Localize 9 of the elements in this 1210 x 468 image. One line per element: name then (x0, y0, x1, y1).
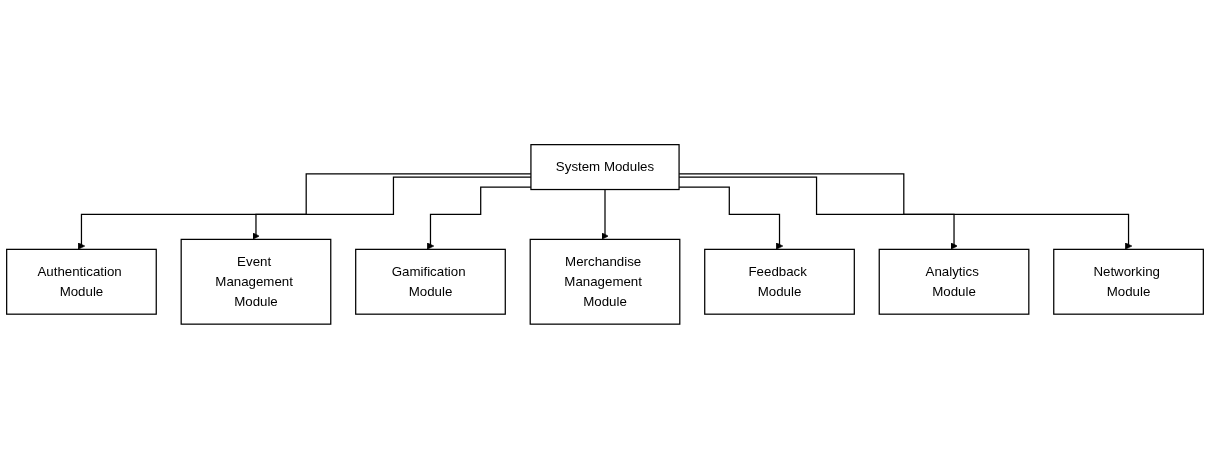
node-box: Merchandise Management Module (529, 238, 681, 325)
node-box: Gamification Module (355, 248, 506, 315)
node-box: Analytics Module (878, 248, 1030, 315)
arrow (601, 188, 609, 240)
node-box: Event Management Module (180, 238, 332, 325)
node-box: Networking Module (1053, 248, 1204, 315)
node-box: Authentication Module (6, 248, 157, 315)
node-box: Feedback Module (704, 248, 855, 315)
node-box: System Modules (530, 143, 680, 190)
